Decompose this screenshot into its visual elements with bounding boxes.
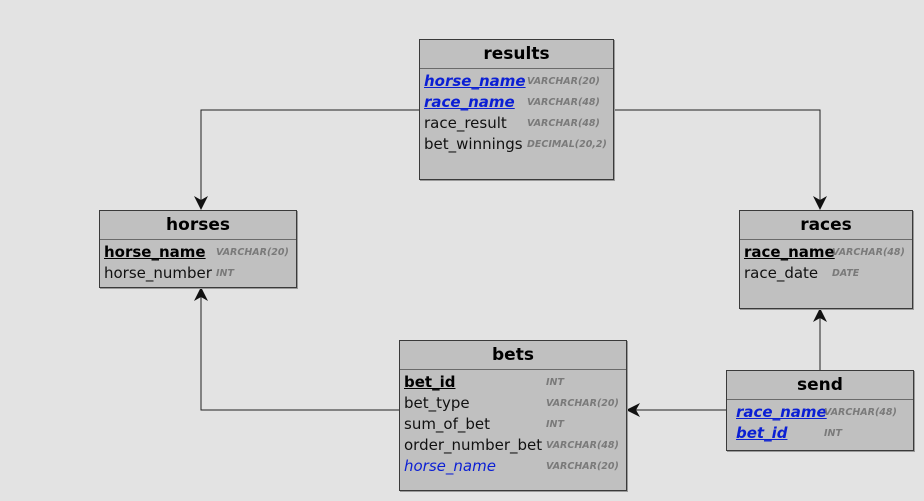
attribute-name: horse_name — [104, 243, 206, 261]
attribute-type: VARCHAR(48) — [824, 407, 897, 418]
attribute-name: bet_id — [736, 424, 788, 442]
attribute-type: VARCHAR(48) — [832, 247, 905, 258]
attribute-row: bet_id INT — [400, 372, 626, 393]
attribute-name: bet_type — [404, 394, 470, 412]
attribute-row: race_name VARCHAR(48) — [727, 402, 913, 423]
entity-title: send — [727, 371, 913, 400]
attribute-name: race_result — [424, 114, 507, 132]
attribute-name: horse_name — [404, 457, 496, 475]
attribute-list: bet_id INT bet_type VARCHAR(20) sum_of_b… — [400, 370, 626, 477]
relationship-results-races — [614, 109, 827, 210]
attribute-row: race_result VARCHAR(48) — [420, 113, 613, 134]
attribute-type: VARCHAR(20) — [216, 247, 289, 258]
entity-horses[interactable]: horses horse_name VARCHAR(20) horse_numb… — [99, 210, 297, 288]
attribute-name: race_date — [744, 264, 819, 282]
attribute-row: race_name VARCHAR(48) — [420, 92, 613, 113]
attribute-row: order_number_bet VARCHAR(48) — [400, 435, 626, 456]
attribute-name: order_number_bet — [404, 436, 543, 454]
attribute-name: race_name — [424, 93, 515, 111]
attribute-type: VARCHAR(20) — [527, 76, 600, 87]
relationship-bets-horses — [194, 287, 400, 411]
attribute-type: DECIMAL(20,2) — [527, 139, 607, 150]
attribute-row: horse_name VARCHAR(20) — [400, 456, 626, 477]
attribute-type: VARCHAR(48) — [527, 97, 600, 108]
relationship-results-horses — [194, 109, 420, 210]
attribute-row: bet_winnings DECIMAL(20,2) — [420, 134, 613, 155]
attribute-type: INT — [546, 377, 564, 388]
entity-title: races — [740, 211, 912, 240]
attribute-row: horse_number INT — [100, 263, 296, 284]
attribute-type: VARCHAR(48) — [527, 118, 600, 129]
attribute-name: horse_name — [424, 72, 526, 90]
attribute-row: horse_name VARCHAR(20) — [100, 242, 296, 263]
attribute-type: DATE — [832, 268, 860, 279]
attribute-list: horse_name VARCHAR(20) horse_number INT — [100, 240, 296, 284]
entity-title: bets — [400, 341, 626, 370]
attribute-type: INT — [546, 419, 564, 430]
entity-send[interactable]: send race_name VARCHAR(48) bet_id INT — [726, 370, 914, 451]
entity-title: results — [420, 40, 613, 69]
attribute-list: horse_name VARCHAR(20) race_name VARCHAR… — [420, 69, 613, 155]
entity-bets[interactable]: bets bet_id INT bet_type VARCHAR(20) sum… — [399, 340, 627, 491]
attribute-type: INT — [216, 268, 234, 279]
attribute-row: race_date DATE — [740, 263, 912, 284]
attribute-type: VARCHAR(20) — [546, 398, 619, 409]
attribute-row: race_name VARCHAR(48) — [740, 242, 912, 263]
attribute-name: horse_number — [104, 264, 212, 282]
entity-races[interactable]: races race_name VARCHAR(48) race_date DA… — [739, 210, 913, 309]
attribute-name: bet_winnings — [424, 135, 523, 153]
entity-results[interactable]: results horse_name VARCHAR(20) race_name… — [419, 39, 614, 180]
attribute-type: VARCHAR(20) — [546, 461, 619, 472]
attribute-name: bet_id — [404, 373, 456, 391]
attribute-row: sum_of_bet INT — [400, 414, 626, 435]
attribute-name: sum_of_bet — [404, 415, 491, 433]
attribute-row: bet_id INT — [727, 423, 913, 444]
attribute-list: race_name VARCHAR(48) bet_id INT — [727, 400, 913, 444]
entity-title: horses — [100, 211, 296, 240]
attribute-name: race_name — [744, 243, 835, 261]
attribute-row: horse_name VARCHAR(20) — [420, 71, 613, 92]
attribute-type: INT — [824, 428, 842, 439]
attribute-type: VARCHAR(48) — [546, 440, 619, 451]
attribute-row: bet_type VARCHAR(20) — [400, 393, 626, 414]
attribute-name: race_name — [736, 403, 827, 421]
attribute-list: race_name VARCHAR(48) race_date DATE — [740, 240, 912, 284]
